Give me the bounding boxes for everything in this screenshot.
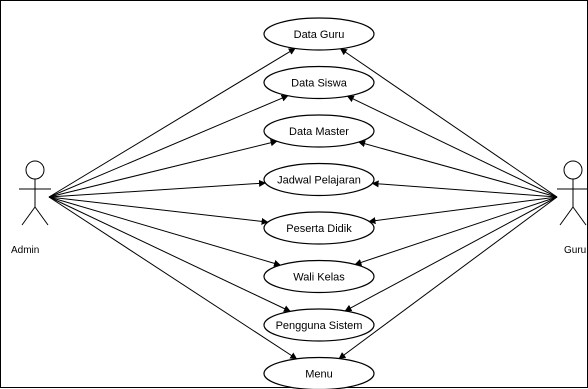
association-admin-pengguna-sistem [49, 197, 290, 311]
use-case-jadwal-pelajaran[interactable]: Jadwal Pelajaran [264, 164, 374, 196]
actor-head-icon [26, 161, 44, 179]
association-admin-data-siswa [49, 96, 288, 197]
association-guru-data-siswa [347, 96, 557, 197]
use-case-peserta-didik[interactable]: Peserta Didik [264, 212, 374, 244]
actor-admin: Admin [11, 161, 51, 256]
association-admin-data-guru [49, 48, 295, 197]
association-guru-data-guru [341, 49, 557, 197]
association-admin-wali-kelas [49, 197, 280, 265]
actor-head-icon [564, 161, 582, 179]
actor-guru: Guru [557, 161, 588, 256]
use-case-label: Jadwal Pelajaran [277, 175, 361, 187]
association-guru-wali-kelas [355, 197, 557, 264]
actor-label-guru: Guru [564, 245, 586, 256]
association-guru-data-master [359, 142, 557, 197]
association-guru-jadwal-pelajaran [372, 183, 557, 197]
actor-right-leg [35, 207, 48, 225]
use-case-label: Data Master [289, 126, 349, 138]
association-admin-jadwal-pelajaran [49, 183, 265, 197]
actor-label-admin: Admin [11, 245, 39, 256]
use-case-wali-kelas[interactable]: Wali Kelas [264, 261, 374, 293]
actor-right-leg [573, 207, 586, 225]
use-case-pengguna-sistem[interactable]: Pengguna Sistem [264, 309, 374, 341]
association-guru-pengguna-sistem [345, 197, 557, 311]
use-case-label: Wali Kelas [293, 272, 345, 284]
actor-left-leg [22, 207, 35, 225]
use-case-data-siswa[interactable]: Data Siswa [264, 67, 374, 99]
use-case-label: Data Siswa [291, 78, 348, 90]
use-case-label: Menu [305, 369, 333, 381]
actor-left-leg [560, 207, 573, 225]
association-admin-data-master [49, 141, 277, 197]
use-case-label: Peserta Didik [286, 223, 352, 235]
use-case-data-master[interactable]: Data Master [264, 115, 374, 147]
use-case-label: Pengguna Sistem [276, 320, 363, 332]
use-case-data-guru[interactable]: Data Guru [264, 18, 374, 50]
use-case-menu[interactable]: Menu [264, 358, 374, 389]
use-case-label: Data Guru [294, 29, 345, 41]
